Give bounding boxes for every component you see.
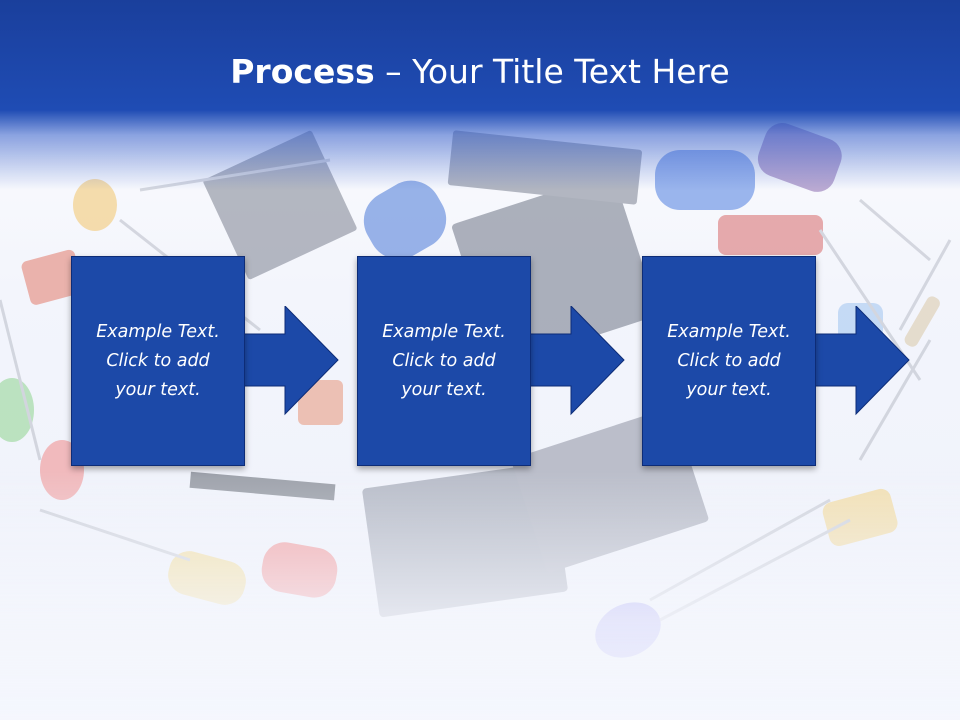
step-text-line: Example Text. [382,321,506,342]
step-text-line: Click to add [392,350,496,371]
yellow-led-top [73,179,117,231]
bottom-fade [0,470,960,720]
title-bold: Process [230,52,375,91]
title-dash: – [374,52,413,91]
process-arrow-1 [240,306,339,416]
step-text-line: Click to add [106,350,210,371]
process-step-3[interactable]: Example Text. Click to add your text. [642,256,816,466]
red-capacitor [718,215,823,255]
striped-resistor [904,296,940,347]
title-rest: Your Title Text Here [412,52,730,91]
process-arrow-3 [811,306,910,416]
step-text-line: Click to add [677,350,781,371]
step-text-line: your text. [401,379,487,400]
red-component-left [21,249,84,305]
blue-capacitor [363,180,447,260]
step-text-line: Example Text. [667,321,791,342]
process-step-2[interactable]: Example Text. Click to add your text. [357,256,531,466]
process-arrow-2 [526,306,625,416]
step-text-line: your text. [686,379,772,400]
step-text-line: Example Text. [96,321,220,342]
green-led [0,378,34,442]
header-band [0,0,960,190]
slide-title[interactable]: Process – Your Title Text Here [0,52,960,91]
process-step-1[interactable]: Example Text. Click to add your text. [71,256,245,466]
orange-component [298,380,343,425]
step-text-line: your text. [115,379,201,400]
